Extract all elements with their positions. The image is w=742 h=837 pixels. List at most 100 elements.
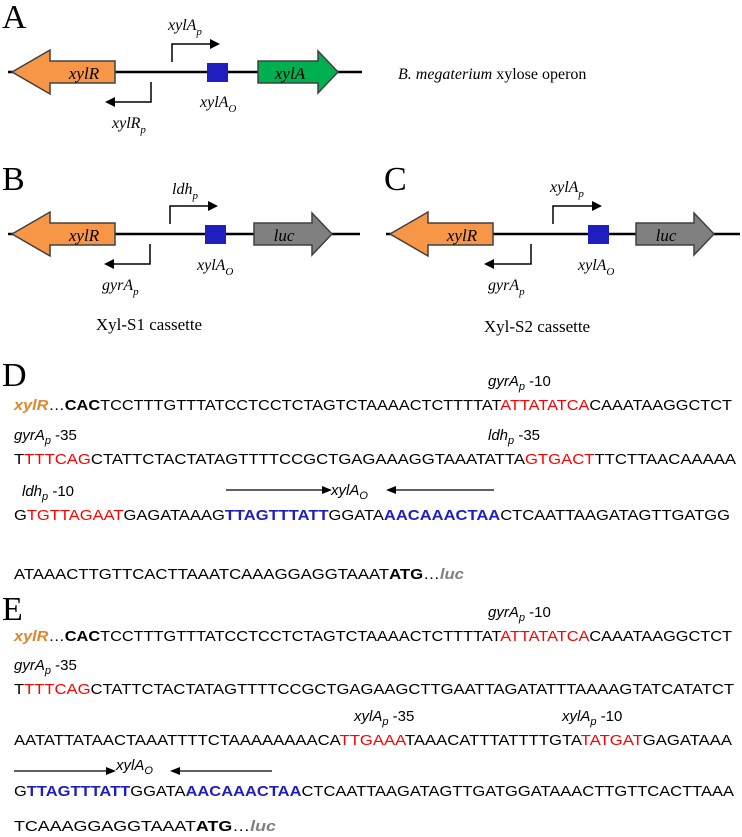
sequence-run: ATTATATCA <box>500 628 589 645</box>
panel-a-gene-map: xylR xylA xylAO xylAp xylRp B. megateriu… <box>8 17 586 136</box>
sequence-run: TTCTTAACAAAAA <box>594 451 736 468</box>
panel-e-sequence: gyrAp -10 gyrAp -35 xylAp -35 xylAp -10 … <box>13 604 734 835</box>
xyla-promoter-arrowhead <box>210 39 220 49</box>
gyra-promoter-label: gyrAp <box>102 277 139 298</box>
xyla-operator-box <box>588 225 609 244</box>
panel-letter-b: B <box>2 161 25 198</box>
annotation-gyra-minus35: gyrAp -35 <box>14 657 77 677</box>
gyra-promoter-arrowhead <box>104 259 114 269</box>
sequence-run: TCCTTTGTTTATCCTCCTCTAGTCTAAAACTCTTTTAT <box>100 628 501 645</box>
ldh-promoter-arrow <box>169 205 210 224</box>
sequence-run: TGTTAGAAT <box>27 507 124 524</box>
annotation-xyla-minus10: xylAp -10 <box>561 708 622 728</box>
sequence-run: xylR <box>13 397 49 414</box>
panel-letter-d: D <box>2 357 27 394</box>
sequence-run: ATG <box>389 566 423 583</box>
sequence-run: TAAACATTTATTTTGTA <box>405 732 582 749</box>
arrowhead <box>170 767 180 775</box>
arrowhead <box>322 486 332 494</box>
arrowhead <box>106 767 116 775</box>
xyla-promoter-label: xylAp <box>549 179 584 200</box>
xyla-promoter-arrow <box>171 43 212 62</box>
sequence-run: TCCTTTGTTTATCCTCCTCTAGTCTAAAACTCTTTTAT <box>100 397 501 414</box>
sequence-run: TTAGTTTATT <box>225 507 329 524</box>
sequence-run: CAAATAAGGCTCT <box>589 628 732 645</box>
sequence-run: GGATA <box>130 783 185 800</box>
xylr-gene-arrow <box>388 210 494 258</box>
xylr-gene-arrow <box>10 210 116 258</box>
sequence-run: CTATTCTACTATAGTTTTCCGCTGAGAAGCTTGAATTAGA… <box>90 681 734 698</box>
sequence-run: TATGAT <box>581 732 643 749</box>
xylr-promoter-label: xylRp <box>111 115 146 136</box>
panel-b-caption: Xyl-S1 cassette <box>96 315 202 334</box>
luc-gene-arrow <box>635 211 716 257</box>
sequence-run: GAGATAAA <box>643 732 732 749</box>
sequence-run: luc <box>250 818 277 835</box>
sequence-run: … <box>423 566 440 583</box>
xyla-gene-label: xylA <box>274 64 306 83</box>
operator-label: xylAO <box>577 257 614 278</box>
annotation-xyla-operator: xylAO <box>115 757 153 777</box>
sequence-run: G <box>14 507 27 524</box>
annotation-ldh-minus35: ldhp -35 <box>488 427 540 447</box>
xylr-gene-label: xylR <box>446 226 478 245</box>
annotation-ldh-minus10: ldhp -10 <box>22 483 74 503</box>
xyla-promoter-arrow <box>552 205 594 224</box>
annotation-gyra-minus10: gyrAp -10 <box>488 604 551 624</box>
ldh-promoter-arrowhead <box>208 201 218 211</box>
sequence-run: ATAAACTTGTTCACTTAAATCAAAGGAGGTAAAT <box>14 566 389 583</box>
annotation-gyra-minus35: gyrAp -35 <box>14 427 77 447</box>
sequence-run: ATG <box>196 818 232 835</box>
gyra-promoter-arrowhead <box>484 259 494 269</box>
sequence-run: … <box>232 818 250 835</box>
sequence-run: GGATA <box>329 507 384 524</box>
sequence-run: TTTCAG <box>24 681 90 698</box>
sequence-run: CAC <box>65 397 101 414</box>
sequence-run: CTCAATTAAGATAGTTGATGGATAAACTTGTTCACTTAAA <box>301 783 734 800</box>
xyla-operator-box <box>205 225 226 244</box>
sequence-run: … <box>48 397 64 414</box>
arrowhead <box>386 486 396 494</box>
panel-d-sequence: gyrAp -10 gyrAp -35 ldhp -35 ldhp -10 xy… <box>13 373 736 583</box>
panel-letter-e: E <box>2 591 23 628</box>
gyra-promoter-label: gyrAp <box>488 277 525 298</box>
xylr-gene-arrow <box>10 48 116 96</box>
sequence-run: TTGAAA <box>340 732 407 749</box>
luc-gene-label: luc <box>274 226 295 245</box>
panel-b-gene-map: xylR luc xylAO ldhp gyrAp Xyl-S1 cassett… <box>8 181 360 334</box>
operator-label: xylAO <box>199 94 236 115</box>
sequence-run: … <box>48 628 64 645</box>
sequence-run: GTGACT <box>525 451 595 468</box>
gyra-promoter-arrow <box>492 244 532 265</box>
annotation-xyla-minus35: xylAp -35 <box>353 708 414 728</box>
panel-c-gene-map: xylR luc xylAO xylAp gyrAp Xyl-S2 casset… <box>386 179 740 336</box>
sequence-run: CTATTCTACTATAGTTTTCCGCTGAGAAAGGTAAATATTA <box>91 451 525 468</box>
sequence-run: luc <box>440 566 465 583</box>
panel-letter-c: C <box>384 161 407 198</box>
sequence-run: CAAATAAGGCTCT <box>589 397 732 414</box>
xylr-gene-label: xylR <box>68 64 100 83</box>
sequence-run: ATTATATCA <box>500 397 589 414</box>
panel-letter-a: A <box>2 0 27 36</box>
sequence-run: AACAAACTAA <box>384 507 500 524</box>
sequence-run: xylR <box>13 628 49 645</box>
sequence-run: AACAAACTAA <box>186 783 302 800</box>
xyla-operator-box <box>207 63 228 82</box>
sequence-run: TTAGTTTATT <box>27 783 130 800</box>
luc-gene-arrow <box>253 211 334 257</box>
sequence-run: TTTCAG <box>24 451 91 468</box>
panel-c-caption: Xyl-S2 cassette <box>484 317 590 336</box>
sequence-run: T <box>14 451 24 468</box>
sequence-run: G <box>14 783 27 800</box>
annotation-gyra-minus10: gyrAp -10 <box>488 373 551 393</box>
sequence-run: GAGATAAAG <box>124 507 225 524</box>
